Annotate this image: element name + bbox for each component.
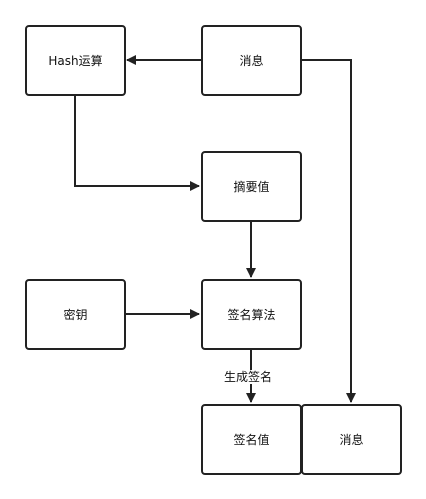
digest-node: 摘要值	[201, 151, 302, 222]
edge-hash-to-digest	[74, 96, 200, 191]
sign-algorithm-node: 签名算法	[201, 279, 302, 350]
message-top-node: 消息	[201, 25, 302, 96]
message-bottom-node: 消息	[301, 404, 402, 475]
generate-signature-label: 生成签名	[222, 370, 275, 384]
hash-node: Hash运算	[25, 25, 126, 96]
signature-node: 签名值	[201, 404, 302, 475]
key-node: 密钥	[25, 279, 126, 350]
edge-message-to-message	[302, 59, 356, 403]
